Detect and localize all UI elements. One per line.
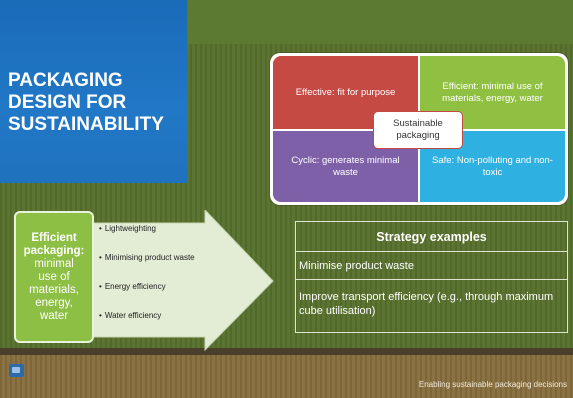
title-line-2: DESIGN FOR: [8, 92, 127, 113]
title-line-3: SUSTAINABILITY: [8, 114, 164, 135]
bullet-item: Lightweighting: [99, 224, 156, 233]
title-panel: PACKAGING DESIGN FOR SUSTAINABILITY: [0, 0, 187, 183]
slide-title: PACKAGING DESIGN FOR SUSTAINABILITY: [8, 70, 186, 136]
logo-icon: [9, 364, 24, 377]
efficient-desc-line-3: materials,: [29, 283, 79, 296]
quadrant-center-label: Sustainable packaging: [373, 111, 463, 149]
quadrant-safe: Safe: Non-polluting and non-toxic: [420, 131, 565, 202]
quadrant-efficient: Efficient: minimal use of materials, ene…: [420, 56, 565, 129]
strategy-table: Strategy examples Minimise product waste…: [295, 221, 568, 333]
efficient-packaging-box: Efficient packaging: minimal use of mate…: [14, 211, 94, 343]
background-band-bottom: [0, 355, 573, 398]
bullet-item: Energy efficiency: [99, 282, 166, 291]
footer-text: Enabling sustainable packaging decisions: [418, 380, 567, 389]
strategy-row: Minimise product waste: [296, 252, 567, 280]
efficient-label: Efficient: [31, 231, 77, 244]
strategy-row: Improve transport efficiency (e.g., thro…: [299, 291, 554, 317]
efficient-desc-line-5: water: [39, 309, 69, 322]
efficient-desc-line-1: minimal: [34, 257, 74, 270]
efficient-desc-line-4: energy,: [35, 296, 73, 309]
title-line-1: PACKAGING: [8, 70, 123, 91]
strategy-header: Strategy examples: [296, 222, 567, 252]
efficient-desc-line-2: use of: [38, 270, 70, 283]
bullet-item: Water efficiency: [99, 311, 161, 320]
packaging-label: packaging:: [23, 244, 85, 257]
background-divider: [0, 348, 573, 357]
sustainable-packaging-diagram: Effective: fit for purpose Efficient: mi…: [270, 53, 568, 205]
bullet-item: Minimising product waste: [99, 253, 195, 262]
